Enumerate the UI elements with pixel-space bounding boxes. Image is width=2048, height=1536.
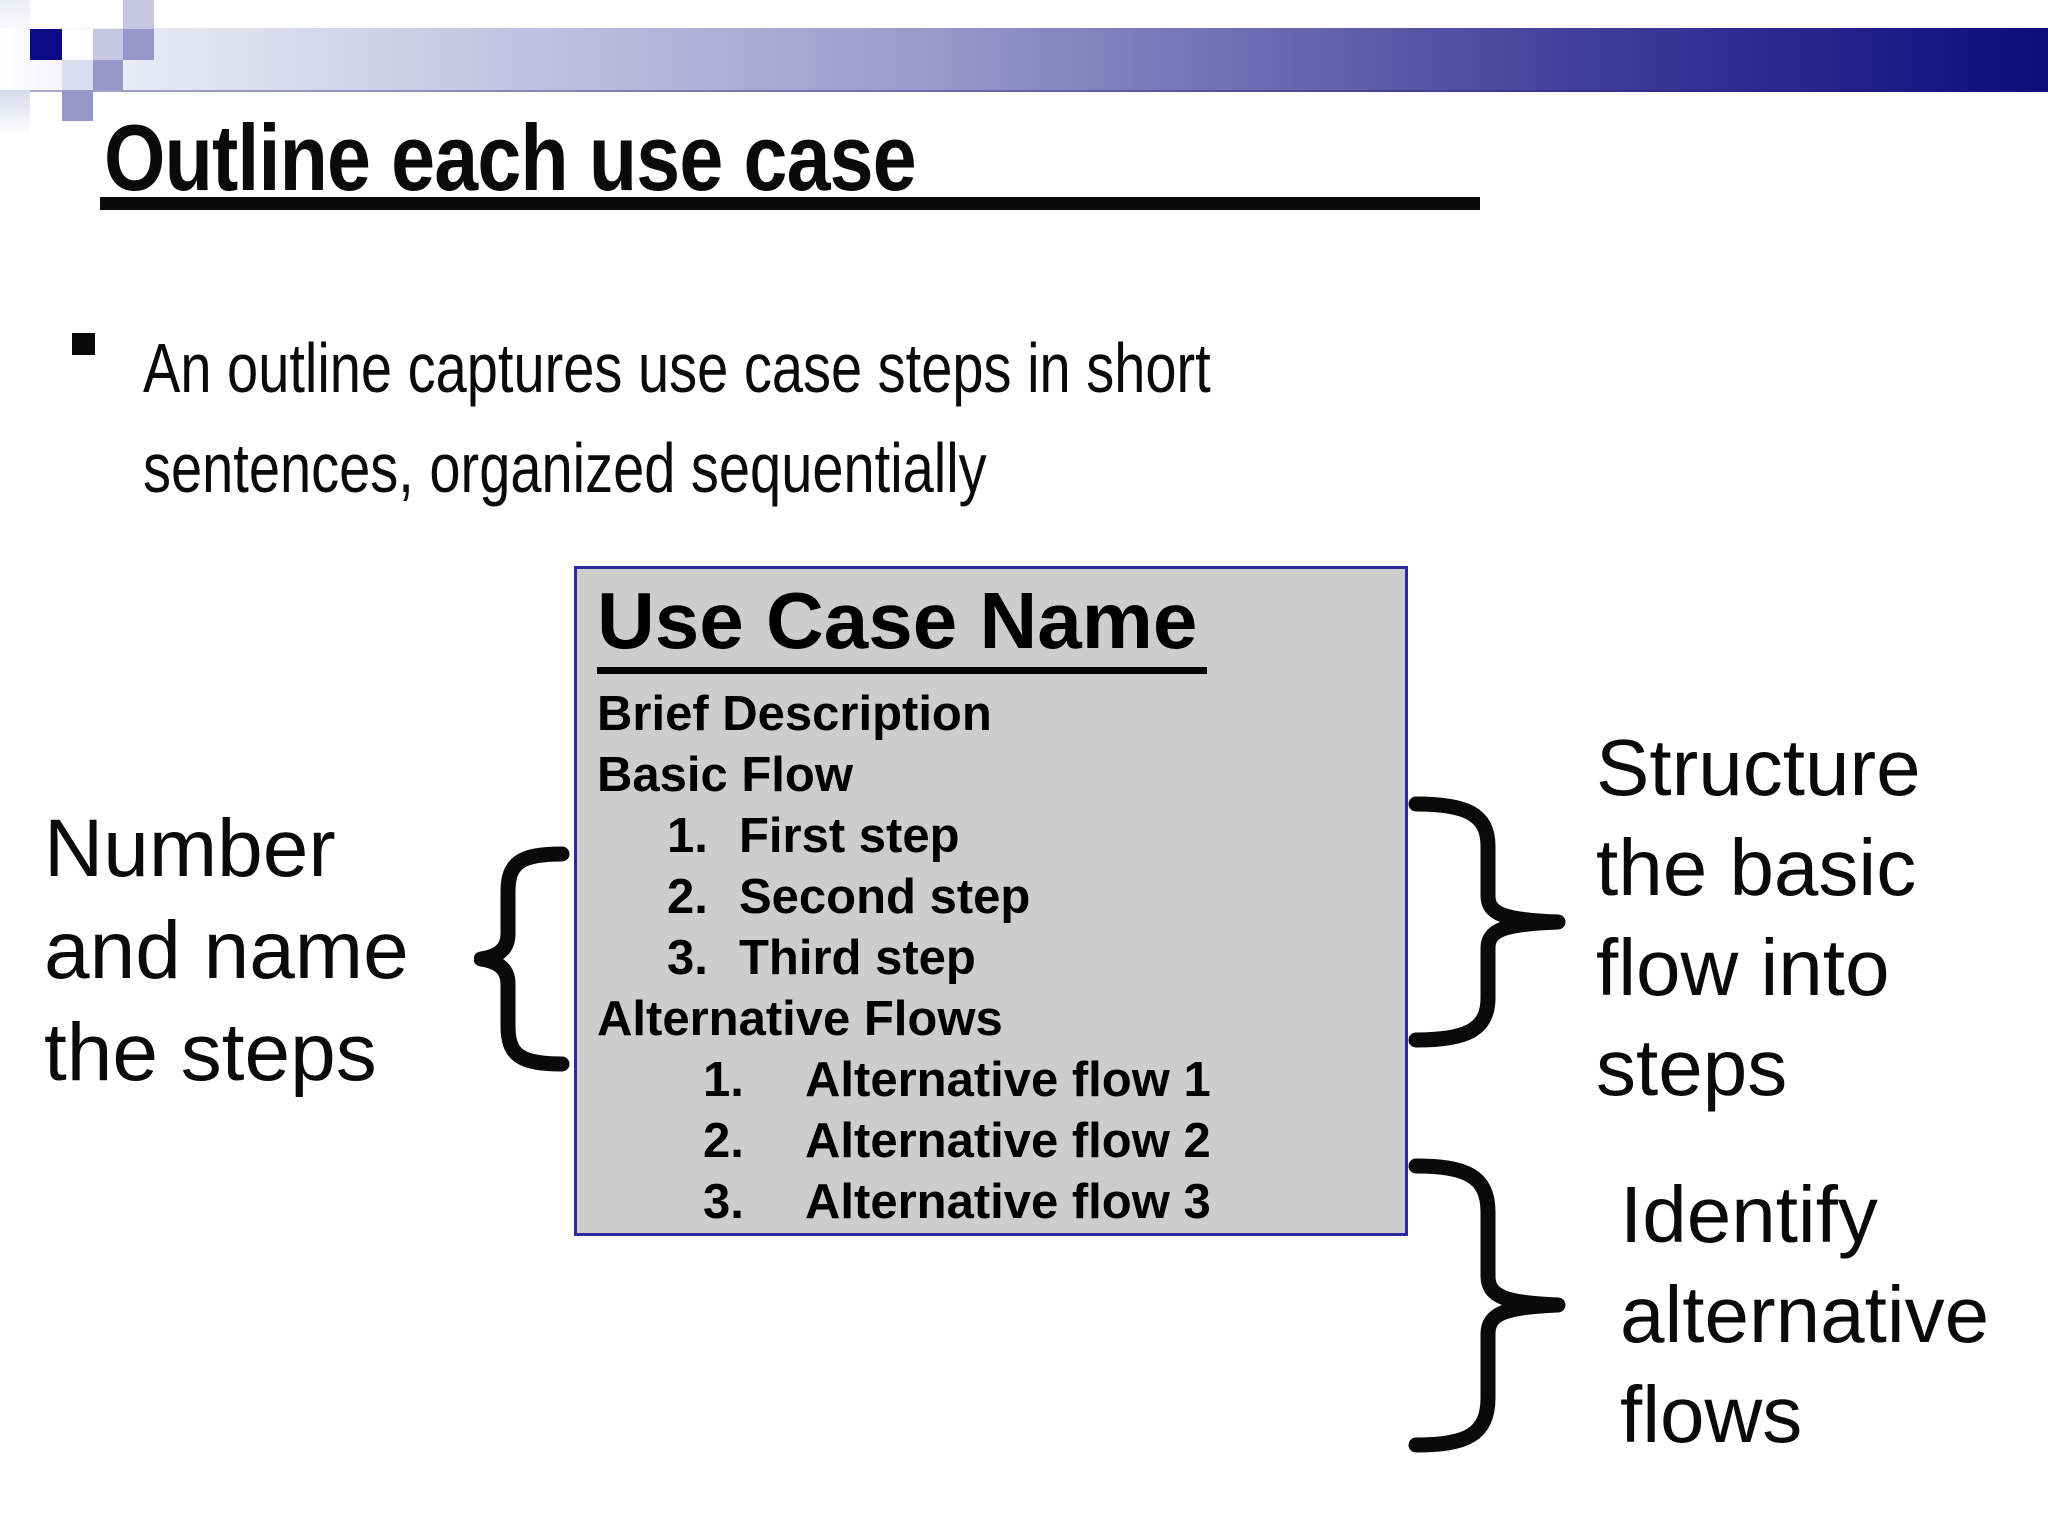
line-number: 3. (703, 1175, 744, 1229)
text-line: Structure (1596, 723, 1921, 812)
line-number: 1. (703, 1053, 744, 1107)
line-text: Brief Description (597, 687, 992, 741)
line-text: Basic Flow (597, 748, 853, 802)
gradient-banner (0, 28, 2048, 92)
use-case-line: 2. Second step (667, 867, 1405, 928)
text-line: the steps (44, 1007, 377, 1098)
left-annotation-label: Number and name the steps (44, 798, 409, 1104)
line-text: Alternative flow 1 (805, 1053, 1211, 1107)
pixel-square-icon (123, 29, 154, 60)
use-case-line: 3. Alternative flow 3 (703, 1172, 1405, 1233)
bullet-text: An outline captures use case steps in sh… (143, 318, 1211, 518)
line-number: 2. (667, 870, 708, 924)
use-case-line: Brief Description (597, 684, 1405, 745)
use-case-box-title: Use Case Name (597, 579, 1208, 674)
text-line: the basic (1596, 823, 1917, 912)
pixel-square-icon (62, 90, 93, 121)
line-text: Second step (739, 870, 1031, 924)
line-number: 1. (667, 809, 708, 863)
text-line: and name (44, 905, 409, 996)
text-line: sentences, organized sequentially (143, 429, 987, 507)
title-underline (100, 197, 1480, 210)
curly-brace-right-bottom-icon (1408, 1158, 1568, 1453)
line-text: First step (739, 809, 960, 863)
line-number: 3. (667, 931, 708, 985)
curly-brace-left-icon (474, 846, 570, 1072)
use-case-line: 2. Alternative flow 2 (703, 1111, 1405, 1172)
text-line: alternative (1620, 1270, 1990, 1359)
bullet-square-icon (72, 333, 95, 355)
use-case-line: 3. Third step (667, 928, 1405, 989)
text-line: flows (1620, 1370, 1803, 1459)
text-line: steps (1596, 1023, 1788, 1112)
use-case-line: Alternative Flows (597, 989, 1405, 1050)
text-line: flow into (1596, 923, 1890, 1012)
pixel-square-icon (62, 60, 93, 90)
right-bottom-annotation-label: Identify alternative flows (1620, 1165, 1989, 1465)
use-case-line: Basic Flow (597, 745, 1405, 806)
pixel-square-icon (30, 29, 62, 60)
pixel-square-icon (93, 29, 123, 60)
pixel-square-icon (0, 0, 30, 28)
page-title: Outline each use case (104, 105, 917, 210)
pixel-square-icon (123, 0, 154, 29)
line-text: Alternative flow 2 (805, 1114, 1211, 1168)
line-text: Alternative flow 3 (805, 1175, 1211, 1229)
line-number: 2. (703, 1114, 744, 1168)
right-top-annotation-label: Structure the basic flow into steps (1596, 718, 1921, 1118)
use-case-line: 1. First step (667, 806, 1405, 867)
use-case-line: 1. Alternative flow 1 (703, 1050, 1405, 1111)
line-text: Alternative Flows (597, 992, 1003, 1046)
text-line: An outline captures use case steps in sh… (143, 329, 1211, 407)
text-line: Number (44, 803, 336, 894)
text-line: Identify (1620, 1170, 1878, 1259)
pixel-square-icon (62, 29, 93, 60)
curly-brace-right-top-icon (1408, 796, 1568, 1048)
pixel-square-icon (0, 90, 30, 135)
pixel-square-icon (93, 60, 123, 90)
line-text: Third step (739, 931, 976, 985)
